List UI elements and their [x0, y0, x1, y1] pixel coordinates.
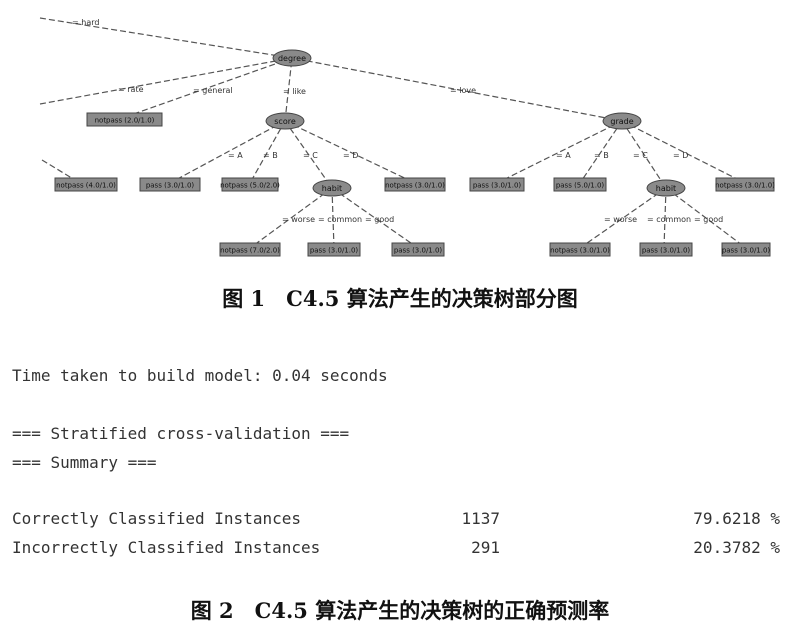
- leaf-label-left-partial: notpass (4.0/1.0): [56, 182, 116, 190]
- edge-general: [124, 57, 293, 118]
- row-label: Incorrectly Classified Instances: [12, 538, 321, 557]
- leaf-score-a: [139, 177, 201, 192]
- leaf-habit2-common: [639, 242, 693, 257]
- edge-label-habit2-good: = good: [694, 215, 723, 224]
- row-count: 291: [471, 538, 500, 557]
- edge-label-score-a: = A: [228, 151, 243, 160]
- edge-label-grade-d: = D: [673, 151, 688, 160]
- leaf-label-general: notpass (2.0/1.0): [95, 117, 155, 125]
- node-label-degree: degree: [278, 54, 306, 63]
- leaf-score-b: [221, 177, 279, 192]
- leaf-label-habit2-worse: notpass (3.0/1.0): [550, 247, 610, 255]
- edge-habit2-common: [663, 187, 667, 249]
- edge-label-score-d: = D: [343, 151, 358, 160]
- edge-habit1-common: [331, 187, 335, 249]
- leaf-score-d: [384, 177, 446, 192]
- leaf-general: [86, 112, 163, 127]
- node-score: [265, 112, 305, 130]
- node-habit-2: [646, 179, 686, 197]
- leaf-label-score-d: notpass (3.0/1.0): [385, 182, 445, 190]
- edge-score-b: [249, 120, 286, 184]
- edge-like: [284, 57, 293, 122]
- summary-line: === Summary ===: [12, 453, 157, 472]
- edge-label-score-b: = B: [263, 151, 278, 160]
- leaf-label-score-b: notpass (5.0/2.0): [220, 182, 280, 190]
- decision-tree-diagram: = hard = rate = general = like = love = …: [39, 17, 775, 257]
- leaf-grade-d: [715, 177, 775, 192]
- figure2-caption: 图 2 C4.5 算法产生的决策树的正确预测率: [190, 598, 610, 623]
- leaf-label-score-a: pass (3.0/1.0): [146, 182, 195, 190]
- leaf-left-partial: [54, 177, 118, 192]
- edge-rate: [39, 57, 293, 105]
- node-grade: [602, 112, 642, 130]
- row-label: Correctly Classified Instances: [12, 509, 301, 528]
- row-percent: 79.6218 %: [693, 509, 780, 528]
- leaf-label-habit1-good: pass (3.0/1.0): [394, 247, 443, 255]
- cross-validation-line: === Stratified cross-validation ===: [12, 424, 350, 443]
- edge-grade-b: [579, 120, 623, 184]
- leaf-label-habit2-common: pass (3.0/1.0): [642, 247, 691, 255]
- edge-score-a: [169, 120, 286, 184]
- edge-label-habit1-common: = common: [318, 215, 362, 224]
- leaf-habit1-worse: [219, 242, 281, 257]
- row-count: 1137: [461, 509, 500, 528]
- leaf-grade-a: [469, 177, 525, 192]
- edge-label-rate: = rate: [118, 85, 144, 94]
- edge-love: [291, 57, 623, 122]
- leaf-habit2-good: [721, 242, 771, 257]
- figure1-caption: 图 1 C4.5 算法产生的决策树部分图: [222, 286, 578, 311]
- edge-label-habit2-common: = common: [647, 215, 691, 224]
- edge-label-habit2-worse: = worse: [604, 215, 637, 224]
- edge-grade-c: [621, 120, 667, 189]
- node-habit-1: [312, 179, 352, 197]
- node-label-habit-1: habit: [322, 184, 342, 193]
- leaf-label-habit2-good: pass (3.0/1.0): [722, 247, 771, 255]
- leaf-label-habit1-common: pass (3.0/1.0): [310, 247, 359, 255]
- edge-label-habit1-worse: = worse: [282, 215, 315, 224]
- node-label-grade: grade: [610, 117, 633, 126]
- edge-label-grade-a: = A: [556, 151, 571, 160]
- edge-label-love: = love: [450, 86, 476, 95]
- leaf-habit2-worse: [549, 242, 611, 257]
- edge-habit1-worse: [249, 187, 333, 249]
- leaf-label-habit1-worse: notpass (7.0/2.0): [220, 247, 280, 255]
- leaf-label-grade-b: pass (5.0/1.0): [556, 182, 605, 190]
- leaf-label-grade-a: pass (3.0/1.0): [473, 182, 522, 190]
- node-degree: [272, 49, 312, 67]
- edge-score-d: [284, 120, 416, 184]
- edge-label-grade-b: = B: [594, 151, 609, 160]
- edge-score-c: [284, 120, 333, 189]
- leaf-habit1-common: [307, 242, 361, 257]
- time-taken-line: Time taken to build model: 0.04 seconds: [12, 366, 388, 385]
- node-label-habit-2: habit: [656, 184, 676, 193]
- edge-hard: [39, 17, 293, 59]
- leaf-habit1-good: [391, 242, 445, 257]
- leaf-label-grade-d: notpass (3.0/1.0): [715, 182, 775, 190]
- edge-habit2-good: [665, 187, 747, 249]
- edge-label-habit1-good: = good: [365, 215, 394, 224]
- row-percent: 20.3782 %: [693, 538, 780, 557]
- edge-label-general: = general: [193, 86, 233, 95]
- node-label-score: score: [274, 117, 296, 126]
- edge-label-hard: = hard: [72, 18, 99, 27]
- edge-label-grade-c: = C: [633, 151, 648, 160]
- edge-grade-a: [496, 120, 623, 184]
- edge-label-score-c: = C: [303, 151, 318, 160]
- edge-grade-d: [621, 120, 746, 184]
- edge-label-like: = like: [283, 87, 306, 96]
- leaf-grade-b: [553, 177, 607, 192]
